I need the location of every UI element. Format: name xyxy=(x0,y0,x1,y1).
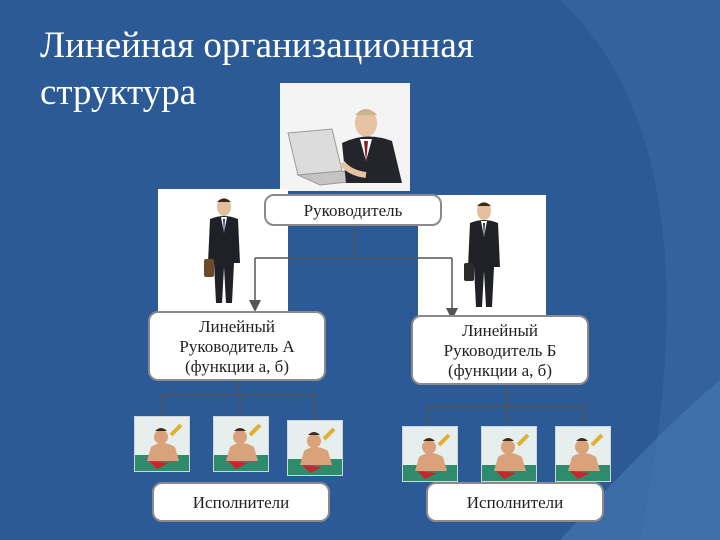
executor-icon xyxy=(555,426,611,482)
executor-icon xyxy=(287,420,343,476)
executors-left-box: Исполнители xyxy=(152,482,330,522)
manager-a-line-2: Руководитель А xyxy=(150,337,324,357)
manager-a-box: Линейный Руководитель А (функции а, б) xyxy=(148,311,326,381)
executors-right-label: Исполнители xyxy=(467,493,563,512)
slide-title-line-1: Линейная организационная xyxy=(40,22,560,69)
manager-a-line-3: (функции а, б) xyxy=(150,357,324,377)
executor-icon xyxy=(213,416,269,472)
executor-icon xyxy=(402,426,458,482)
executors-right-box: Исполнители xyxy=(426,482,604,522)
manager-b-line-2: Руководитель Б xyxy=(413,341,587,361)
head-label: Руководитель xyxy=(304,201,403,220)
manager-b-box: Линейный Руководитель Б (функции а, б) xyxy=(411,315,589,385)
manager-b-line-1: Линейный xyxy=(413,321,587,341)
executors-left-label: Исполнители xyxy=(193,493,289,512)
head-box: Руководитель xyxy=(264,194,442,226)
manager-a-line-1: Линейный xyxy=(150,317,324,337)
executor-icon xyxy=(134,416,190,472)
manager-b-line-3: (функции а, б) xyxy=(413,361,587,381)
executor-icon xyxy=(481,426,537,482)
head-photo xyxy=(280,83,410,191)
